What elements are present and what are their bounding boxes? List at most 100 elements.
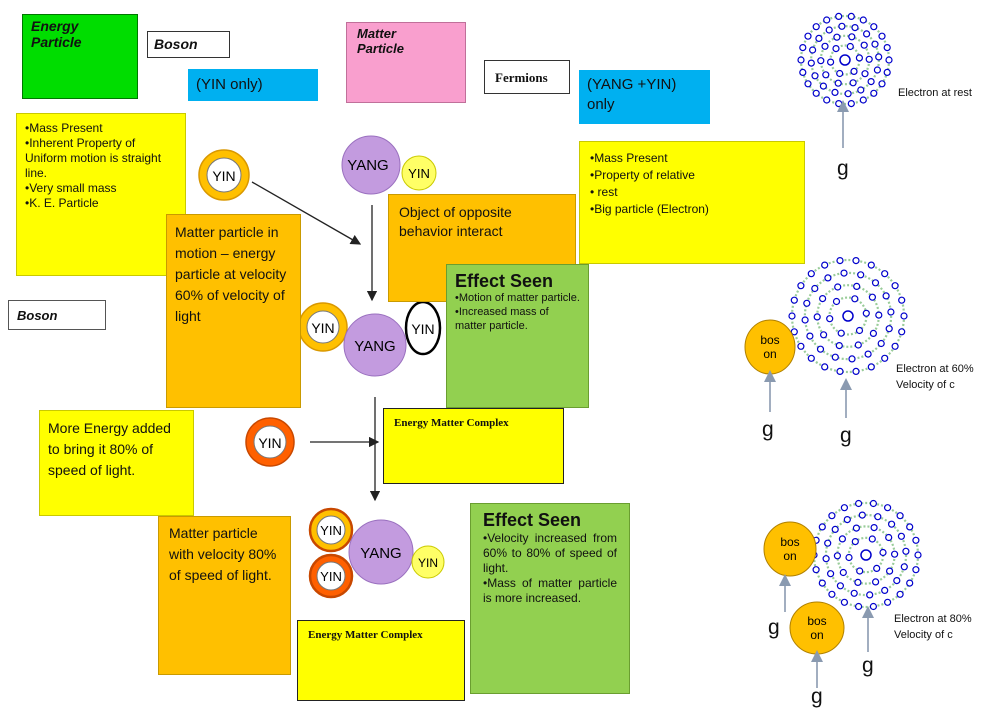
electron-dot [831,353,839,361]
electron-dot [833,33,841,41]
yang-particle-60: YANG [343,313,407,377]
boson-particle-80-lower: bos on [789,601,845,655]
electron-dot [845,553,853,562]
electron-dot [797,342,805,350]
g-label-80-bottom: g [811,685,823,708]
electron-dot [818,295,827,303]
more-energy-box: More Energy added to bring it 80% of spe… [39,410,194,516]
electron-dot [851,537,859,546]
yin-particle-stack-bottom: YIN [308,553,354,599]
electron-dot [821,42,829,50]
electron-dot [870,523,878,532]
svg-text:YANG: YANG [347,157,388,174]
nucleus [839,54,851,66]
electron-dot [854,341,862,349]
electron-dot [825,26,833,34]
electron-dot [885,325,893,333]
effect-seen-body-2: •Velocity increased from 60% to 80% of s… [483,531,617,605]
electron-dot [834,79,842,87]
svg-text:YIN: YIN [408,166,430,181]
electron-60-label: Electron at 60% Velocity of c [896,363,974,391]
electron-dot [835,12,843,20]
electron-dot [871,578,880,586]
boson-properties-box: •Mass Present •Inherent Property of Unif… [16,113,186,276]
electron-dot [898,328,906,336]
electron-dot [844,90,852,98]
electron-dot [868,293,877,301]
svg-text:on: on [763,347,776,361]
svg-text:on: on [783,549,796,563]
electron-dot [871,40,879,48]
electron-dot [864,350,872,358]
electron-dot [887,520,896,528]
electron-dot [856,567,864,575]
boson-label-left: Boson [8,300,106,330]
electron-dot [854,499,863,508]
electron-dot [804,32,812,40]
electron-dot [866,591,874,599]
electron-dot [912,566,920,574]
electron-dot [847,12,855,20]
electron-dot [871,279,880,287]
electron-dot [818,523,826,531]
electron-dot [906,579,914,587]
yin-particle-attached-60: YIN [298,302,348,352]
electron-dot [867,363,875,371]
nucleus [842,310,854,322]
electron-dot [831,88,839,97]
electron-dot [812,566,820,574]
yang-particle-80: YANG [348,519,414,585]
svg-text:YANG: YANG [360,545,401,562]
electron-dot [817,57,825,65]
electron-dot [836,582,845,590]
electron-dot [868,535,876,543]
yin-particle-energy: YIN [245,417,295,467]
electron-shell [803,271,893,361]
electron-dot [852,367,860,375]
electron-dot [832,297,841,306]
electron-dot [828,590,836,598]
electron-dot [848,33,856,41]
electron-dot [838,22,846,30]
electron-dot [879,548,887,557]
atom-electron-rest [797,12,893,108]
electron-dot [832,44,840,53]
electron-dot [855,326,864,335]
yang-yin-pair-rest: YANG YIN [341,135,437,195]
electron-dot [804,80,812,88]
electron-dot [836,257,844,265]
g-label-rest: g [837,157,849,180]
energy-matter-complex-1: Energy Matter Complex [383,408,564,484]
electron-dot [840,598,849,606]
electron-dot [834,283,842,291]
electron-dot [826,58,835,66]
energy-particle-header: Energy Particle [22,14,138,99]
electron-dot [801,316,809,324]
effect-seen-box-1: Effect Seen •Motion of matter particle. … [446,264,589,408]
electron-dot [885,56,893,64]
effect-seen-body-1: •Motion of matter particle. •Increased m… [455,292,580,332]
electron-dot [850,67,858,76]
matter-particle-header: Matter Particle [346,22,466,103]
yin-particle-stack-top: YIN [308,507,354,553]
electron-dot [828,512,836,520]
electron-dot [835,342,843,350]
boson-particle-60: bos on [744,319,796,375]
electron-dot [797,282,805,290]
electron-dot [857,271,865,279]
effect-seen-title-2: Effect Seen [483,510,582,530]
electron-dot [811,72,819,80]
electron-dot [799,43,807,52]
fermions-label: Fermions [484,60,570,94]
electron-dot [852,257,860,265]
electron-dot [812,89,820,97]
yin-only-label: (YIN only) [188,69,318,101]
svg-text:YIN: YIN [311,320,334,336]
electron-dot [824,539,832,547]
yin-particle-small-80: YIN [411,545,445,579]
electron-dot [815,34,823,43]
electron-dot [885,567,894,575]
electron-dot [890,550,899,558]
svg-text:bos: bos [780,535,799,549]
electron-dot [861,70,869,78]
